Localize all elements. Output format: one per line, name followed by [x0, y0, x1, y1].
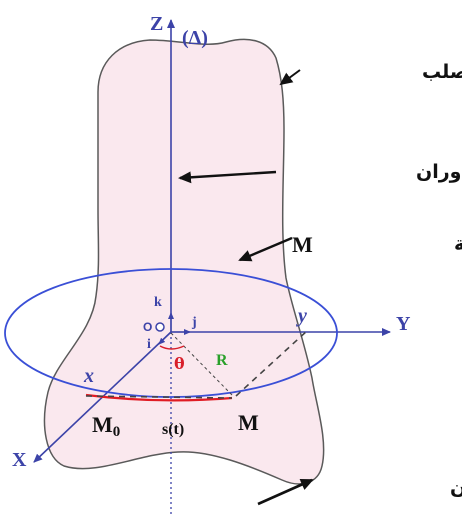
chord-dashed-line — [85, 395, 233, 399]
unit-j-label: j — [191, 315, 197, 330]
point-path-label: مسار النقطة — [454, 233, 462, 255]
rotation-axis-label: محور الدوران — [416, 161, 462, 183]
unit-k-label: k — [154, 295, 162, 310]
solid-body-label: جسم صلب — [422, 61, 462, 83]
axis-delta-label: (Δ) — [182, 27, 208, 49]
unit-i-label: i — [147, 337, 151, 352]
radius-label: R — [216, 352, 228, 369]
axis-z-label: Z — [150, 13, 163, 35]
unit-vector-i — [158, 331, 172, 345]
origin-marker — [155, 322, 165, 332]
dashed-line-m-to-y — [235, 329, 309, 397]
angle-theta-arc — [159, 345, 185, 350]
point-path-letter: M — [292, 232, 313, 257]
point-m-label: M — [238, 410, 259, 435]
axis-y-end-label: Y — [396, 313, 411, 335]
rotation-axis-pointer-arrow — [178, 170, 277, 184]
point-m0-label: M0 — [92, 412, 120, 440]
rotation-direction-label: منحى الدوران — [450, 477, 462, 499]
axis-x-inner-label: x — [83, 365, 94, 387]
origin-label: O — [143, 320, 152, 334]
axis-y-inner-label: y — [296, 305, 307, 327]
axis-x-end-label: X — [12, 449, 27, 471]
point-path-pointer-arrow — [238, 236, 293, 262]
rotation-direction-arrow — [257, 478, 314, 506]
angle-theta-label: θ — [174, 354, 185, 373]
point-path-ellipse — [4, 268, 338, 398]
arc-length-red — [85, 393, 233, 402]
solid-body-shape — [43, 38, 325, 485]
radius-line — [170, 332, 235, 398]
solid-body-pointer-arrow — [279, 69, 301, 86]
arc-length-label: s(t) — [162, 421, 184, 438]
